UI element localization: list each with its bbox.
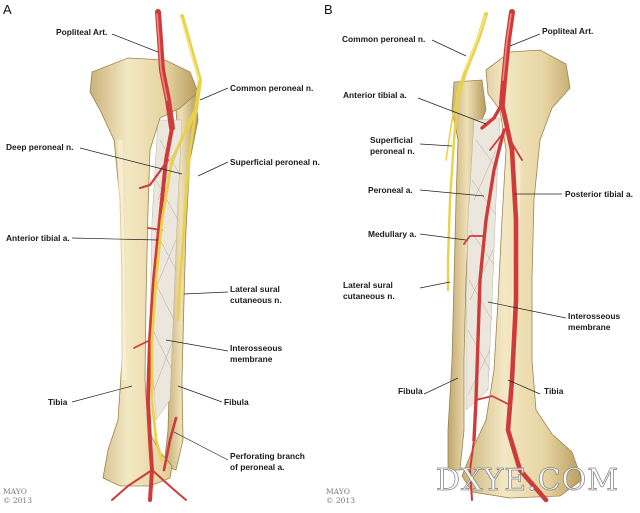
label-b-peroneal: Peroneal a.	[368, 185, 413, 195]
label-b-anterior-tibial: Anterior tibial a.	[343, 90, 407, 100]
label-b-medullary: Medullary a.	[368, 229, 416, 239]
label-a-interosseous-1: Interosseous	[230, 343, 282, 353]
anterior-tibial-artery-b	[480, 102, 504, 130]
medullary-artery-b	[463, 235, 485, 245]
label-a-interosseous-2: membrane	[230, 354, 273, 364]
tibia-bone-b	[461, 49, 583, 499]
label-a-popliteal-art: Popliteal Art.	[56, 27, 107, 37]
lateral-sural-nerve-b	[445, 94, 459, 161]
credit-b-line-1: MAYO	[326, 487, 350, 496]
label-a-lateral-sural-1: Lateral sural	[230, 284, 280, 294]
credit-a-line-1: MAYO	[3, 487, 27, 496]
label-a-anterior-tibial: Anterior tibial a.	[6, 233, 70, 243]
credit-a-line-2: © 2013	[3, 496, 32, 505]
deep-peroneal-nerve-a	[150, 128, 188, 462]
watermark: DXYE.COM	[436, 463, 619, 498]
label-a-tibia: Tibia	[48, 397, 68, 407]
label-a-fibula: Fibula	[224, 397, 249, 407]
panel-label-b: B	[324, 2, 333, 17]
leader-lines	[71, 33, 567, 461]
label-a-perforating-2: of peroneal a.	[230, 462, 284, 472]
label-b-superficial-peroneal-1: Superficial	[370, 135, 413, 145]
panel-b	[445, 9, 583, 503]
popliteal-artery-b	[499, 9, 515, 107]
popliteal-artery-a	[155, 9, 175, 131]
label-b-interosseous-2: membrane	[568, 322, 611, 332]
panel-label-a: A	[3, 2, 12, 17]
superficial-peroneal-nerve-a	[176, 108, 198, 322]
label-a-superficial-peroneal: Superficial peroneal n.	[230, 157, 320, 167]
label-b-popliteal-art: Popliteal Art.	[542, 26, 593, 36]
label-a-common-peroneal: Common peroneal n.	[230, 83, 313, 93]
label-b-tibia: Tibia	[544, 386, 564, 396]
label-b-posterior-tibial: Posterior tibial a.	[565, 189, 633, 199]
labels: A B Popliteal Art. Common peroneal n. De…	[3, 2, 633, 505]
common-peroneal-nerve-a	[180, 14, 203, 132]
label-b-superficial-peroneal-2: peroneal n.	[370, 146, 415, 156]
label-b-lateral-sural-1: Lateral sural	[343, 280, 393, 290]
label-b-lateral-sural-2: cutaneous n.	[343, 291, 395, 301]
label-a-perforating-1: Perforating branch	[230, 451, 305, 461]
label-b-interosseous-1: Interosseous	[568, 311, 620, 321]
label-b-common-peroneal: Common peroneal n.	[342, 34, 425, 44]
label-a-lateral-sural-2: cutaneous n.	[230, 295, 282, 305]
perforating-branch-a	[162, 416, 178, 472]
common-peroneal-nerve-b	[456, 12, 488, 97]
credit-b-line-2: © 2013	[326, 496, 355, 505]
label-a-deep-peroneal: Deep peroneal n.	[6, 142, 73, 152]
panel-a	[89, 9, 203, 502]
posterior-tibial-artery-b	[499, 101, 549, 503]
superficial-peroneal-nerve-b	[446, 93, 460, 292]
interosseous-membrane-a	[149, 119, 183, 421]
label-b-fibula: Fibula	[398, 386, 423, 396]
